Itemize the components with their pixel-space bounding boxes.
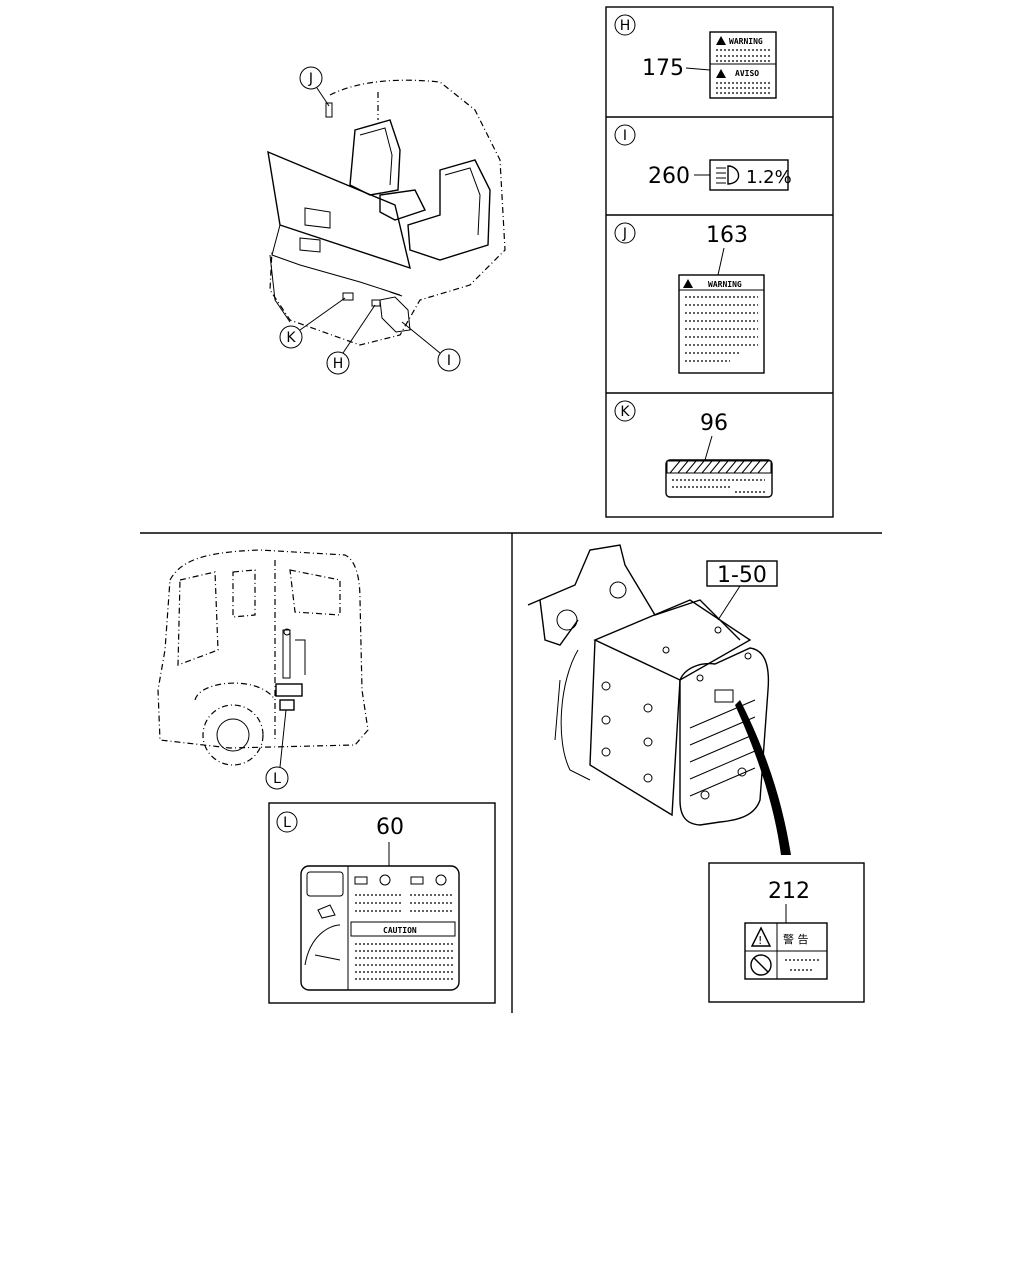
part-number-96: 96 xyxy=(700,411,728,436)
marker-h: H xyxy=(326,304,376,375)
marker-k: K xyxy=(279,297,346,349)
panel-i: I 260 1.2% xyxy=(614,124,792,191)
marker-i: I xyxy=(401,321,461,372)
svg-text:1-50: 1-50 xyxy=(717,563,767,588)
panel-k: K 96 xyxy=(614,400,773,498)
part-number-60: 60 xyxy=(376,815,404,840)
leader-wedge xyxy=(735,700,791,855)
svg-text:I: I xyxy=(623,128,627,144)
svg-text:H: H xyxy=(620,18,631,34)
headlamp-level-label xyxy=(709,159,789,191)
truck-exterior-drawing xyxy=(157,549,369,766)
svg-text:H: H xyxy=(333,356,344,372)
marker-l: L xyxy=(265,709,289,790)
warning-sheet-label xyxy=(678,274,765,374)
cab-interior-drawing xyxy=(267,79,506,346)
svg-text:WARNING: WARNING xyxy=(729,37,763,46)
part-ref-box: 1-50 xyxy=(706,560,778,621)
panel-l xyxy=(268,802,496,1004)
svg-text:K: K xyxy=(620,404,630,420)
panel-l-content: L 60 CAUTION xyxy=(276,811,460,991)
svg-text:L: L xyxy=(273,771,281,787)
panel-j: J 163 WARNING xyxy=(614,222,765,374)
caution-instruction-label xyxy=(300,865,460,991)
svg-text:K: K xyxy=(286,330,296,346)
part-number-163: 163 xyxy=(706,223,748,248)
svg-text:WARNING: WARNING xyxy=(708,280,742,289)
label-panels-frame xyxy=(605,6,834,518)
panel-212-content: 212 ! 警 告 xyxy=(744,879,828,980)
svg-text:警 告: 警 告 xyxy=(783,932,809,946)
svg-text:J: J xyxy=(308,71,313,87)
part-number-175: 175 xyxy=(642,56,684,81)
panel-h: H 175 WARNING AVISO xyxy=(614,14,777,99)
part-number-260: 260 xyxy=(648,164,690,189)
svg-text:J: J xyxy=(622,226,627,242)
svg-text:L: L xyxy=(283,815,291,831)
svg-text:AVISO: AVISO xyxy=(735,69,759,78)
panel-212 xyxy=(708,862,865,1003)
part-number-212: 212 xyxy=(768,879,810,904)
warning-aviso-label xyxy=(709,31,777,99)
svg-text:I: I xyxy=(447,353,451,369)
svg-text:!: ! xyxy=(758,934,762,947)
svg-text:1.2%: 1.2% xyxy=(746,167,792,188)
hazard-stripe-label xyxy=(665,459,773,498)
muffler-drawing xyxy=(527,544,770,826)
svg-text:CAUTION: CAUTION xyxy=(383,926,417,935)
marker-j: J xyxy=(299,66,330,107)
